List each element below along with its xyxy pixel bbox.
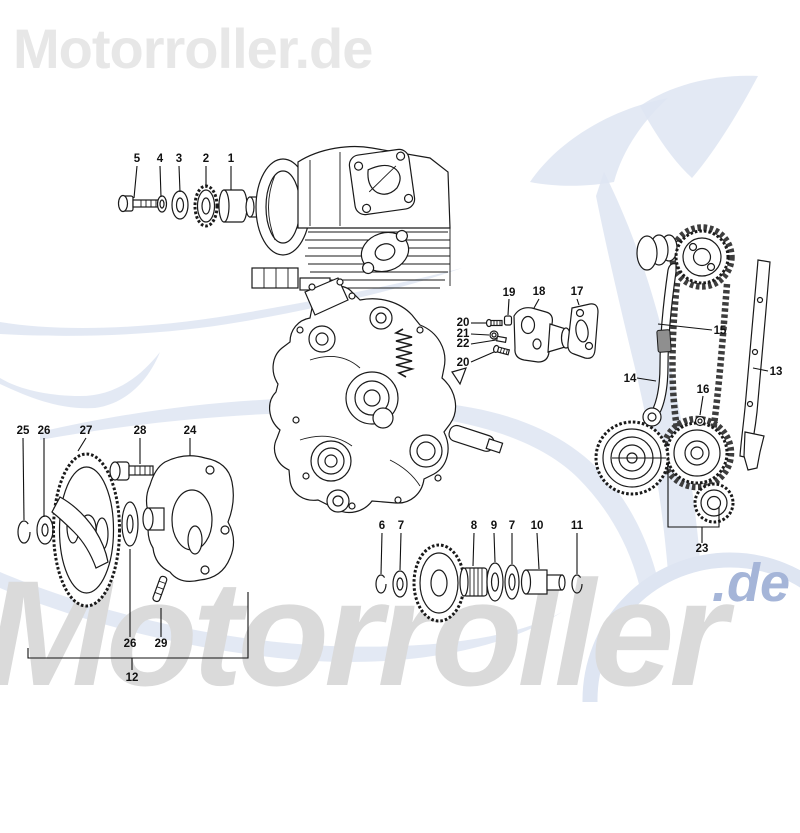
part-number-label: 12 [126, 672, 139, 684]
part-number-label: 23 [696, 543, 709, 555]
part-number-label: 26 [124, 638, 137, 650]
tensioner-assembly [485, 303, 599, 363]
part-number-label: 26 [38, 425, 51, 437]
part-number-label: 13 [770, 366, 783, 378]
part-number-label: 6 [379, 520, 385, 532]
part-number-label: 5 [134, 153, 141, 165]
part-number-label: 18 [533, 286, 546, 298]
part-number-label: 11 [571, 520, 584, 532]
part-number-label: 25 [17, 425, 30, 437]
part-number-label: 10 [531, 520, 544, 532]
part-number-label: 24 [184, 425, 197, 437]
part-number-label: 8 [471, 520, 478, 532]
part-number-label: 20 [457, 357, 470, 369]
part-number-label: 14 [624, 373, 637, 385]
part-number-label: 17 [571, 286, 584, 298]
giant-watermark-text: Motorroller [0, 549, 728, 717]
swoosh-underline [0, 572, 562, 662]
part-number-label: 29 [155, 638, 168, 650]
part-number-label: 19 [503, 287, 516, 299]
part-number-label: 20 [457, 317, 470, 329]
part-number-label: 7 [509, 520, 515, 532]
wing-petal-right [640, 75, 758, 178]
part-number-label: 4 [157, 153, 164, 165]
part-number-label: 21 [457, 328, 470, 340]
swoosh-speedline-top [0, 268, 462, 336]
part-number-label: 15 [714, 325, 727, 337]
wing-petal-left [530, 98, 668, 186]
leader-lines [22, 165, 769, 670]
wheel-ring [582, 552, 800, 702]
part-number-label: 22 [457, 338, 470, 350]
swoosh-speedline-small [0, 352, 160, 409]
part-number-label: 16 [697, 384, 710, 396]
countershaft-assembly [375, 543, 583, 623]
cylinder-head-assembly [117, 145, 451, 291]
part-number-label: 7 [398, 520, 404, 532]
engine-case [269, 277, 504, 514]
part-number-label: 2 [203, 153, 209, 165]
part-number-label: 1 [228, 153, 235, 165]
oil-pump-assembly [17, 452, 235, 608]
top-watermark-text: Motorroller.de [13, 17, 373, 80]
timing-chain-assembly [594, 224, 771, 524]
part-number-label: 9 [491, 520, 497, 532]
giant-watermark-suffix: .de [712, 553, 791, 613]
part-number-label: 27 [80, 425, 93, 437]
part-number-label: 28 [134, 425, 147, 437]
part-number-label: 3 [176, 153, 182, 165]
